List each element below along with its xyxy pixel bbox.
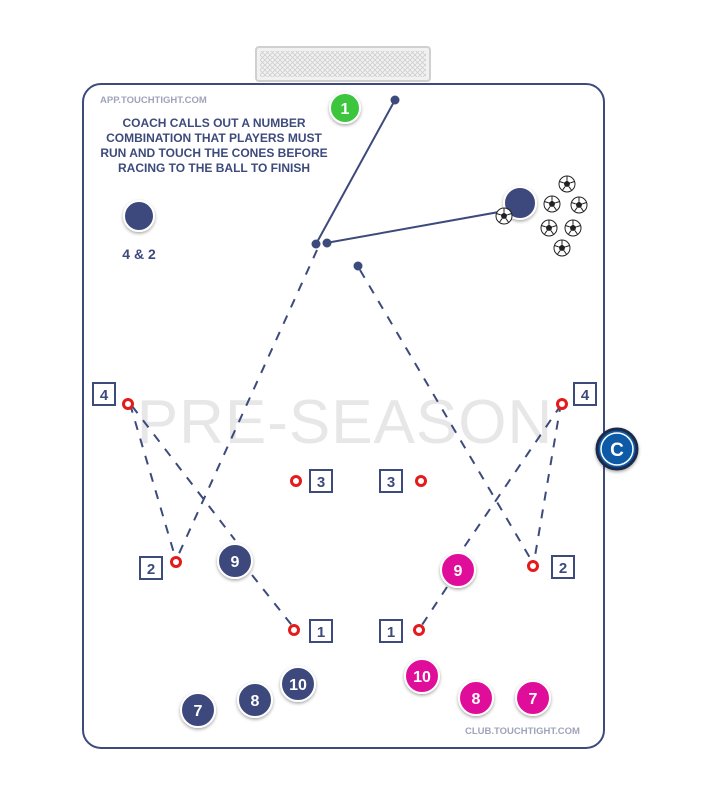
pink-team: 9 10 8 7 bbox=[404, 552, 551, 716]
blue-team: 9 10 8 7 bbox=[180, 543, 316, 728]
step-badge-label: 1 bbox=[341, 101, 350, 118]
player-number: 9 bbox=[454, 563, 463, 580]
cone-labels bbox=[92, 382, 597, 643]
cone-label-left-1: 1 bbox=[317, 624, 325, 641]
top-url: APP.TOUCHTIGHT.COM bbox=[100, 95, 207, 106]
pink-player-10: 10 bbox=[404, 658, 440, 694]
instructions-line-4: RACING TO THE BALL TO FINISH bbox=[118, 161, 310, 175]
ball-icon bbox=[495, 207, 513, 225]
pink-player-7: 7 bbox=[515, 680, 551, 716]
player-number: 7 bbox=[529, 691, 538, 708]
cone-label-left-3: 3 bbox=[317, 474, 325, 491]
cone-label-left-2: 2 bbox=[147, 561, 155, 578]
coach-label: C bbox=[610, 440, 624, 461]
run-lines bbox=[129, 249, 562, 629]
ball-icon bbox=[540, 219, 558, 237]
cone-left-1 bbox=[288, 624, 300, 636]
blue-player-10: 10 bbox=[280, 666, 316, 702]
pass-lines bbox=[311, 95, 511, 271]
coach-marker bbox=[595, 427, 639, 471]
player-number: 8 bbox=[251, 693, 260, 710]
cone-right-2 bbox=[527, 560, 539, 572]
player-number: 8 bbox=[472, 691, 481, 708]
cones bbox=[122, 398, 568, 636]
instructions-line-3: RUN AND TOUCH THE CONES BEFORE bbox=[100, 146, 327, 160]
ball-icon bbox=[564, 219, 582, 237]
ball-icon bbox=[558, 175, 576, 193]
ball-bag bbox=[503, 186, 537, 220]
pitch-boundary bbox=[82, 83, 605, 749]
bottom-url: CLUB.TOUCHTIGHT.COM bbox=[465, 726, 580, 737]
cone-right-4 bbox=[556, 398, 568, 410]
blue-player-9: 9 bbox=[217, 543, 253, 579]
cone-label-right-3: 3 bbox=[387, 474, 395, 491]
cone-label-right-4: 4 bbox=[581, 387, 590, 404]
player-number: 10 bbox=[289, 677, 307, 694]
watermark: PRE-SEASON bbox=[137, 388, 554, 457]
instructions: COACH CALLS OUT A NUMBER COMBINATION THA… bbox=[100, 116, 327, 175]
ball-icon bbox=[553, 239, 571, 257]
blue-player-7: 7 bbox=[180, 692, 216, 728]
cone-left-3 bbox=[290, 475, 302, 487]
cone-right-1 bbox=[413, 624, 425, 636]
step-badge-1 bbox=[329, 92, 361, 124]
player-number: 10 bbox=[413, 669, 431, 686]
cone-label-right-2: 2 bbox=[559, 560, 567, 577]
pink-player-9: 9 bbox=[440, 552, 476, 588]
cone-left-2 bbox=[170, 556, 182, 568]
instructions-line-2: COMBINATION THAT PLAYERS MUST bbox=[106, 131, 322, 145]
cone-left-4 bbox=[122, 398, 134, 410]
player-number: 7 bbox=[194, 703, 203, 720]
ball-icon bbox=[543, 195, 561, 213]
instructions-line-1: COACH CALLS OUT A NUMBER bbox=[122, 116, 305, 130]
pink-player-8: 8 bbox=[458, 680, 494, 716]
example-combo-label: 4 & 2 bbox=[122, 246, 156, 262]
blue-player-8: 8 bbox=[237, 682, 273, 718]
cone-label-right-1: 1 bbox=[387, 624, 395, 641]
cone-label-left-4: 4 bbox=[100, 387, 109, 404]
cone-right-3 bbox=[415, 475, 427, 487]
ball-icon bbox=[570, 196, 588, 214]
player-number: 9 bbox=[231, 554, 240, 571]
goal bbox=[255, 46, 431, 82]
example-combo-marker bbox=[123, 200, 155, 232]
